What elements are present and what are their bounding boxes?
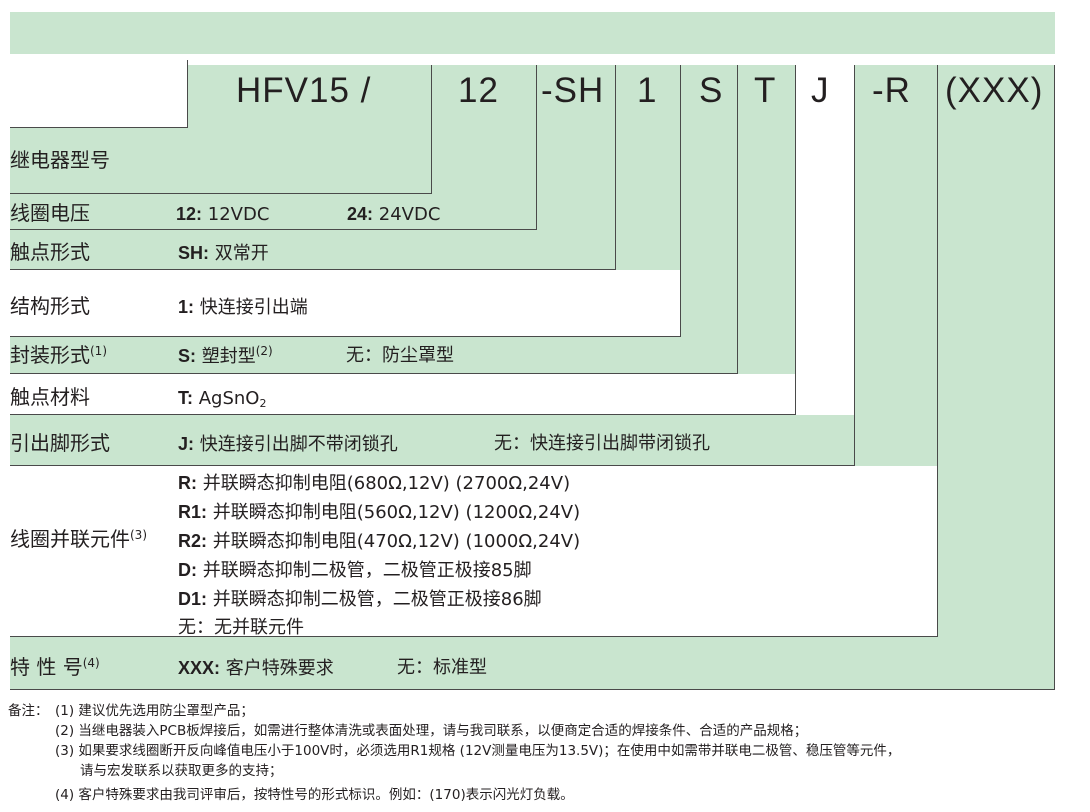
option-text: 24VDC [373, 204, 441, 225]
relay-type-label: 继电器型号 [10, 148, 110, 172]
header-banner [10, 12, 1055, 54]
option-code: XXX: [178, 658, 221, 678]
code-contact: -SH [541, 71, 605, 110]
package-option-none: 无：防尘罩型 [346, 345, 454, 366]
special-label-text: 特 性 号 [10, 655, 83, 679]
option-text: 并联瞬态抑制电阻(560Ω,12V) (1200Ω,24V) [207, 502, 581, 523]
option-code: T: [178, 388, 193, 408]
option-code: R1: [178, 502, 208, 522]
coil-voltage-option-24: 24: 24VDC [347, 203, 440, 226]
option-text: 12VDC [202, 204, 270, 225]
note-3-continued: 请与宏发联系以获取更多的支持； [80, 763, 283, 779]
option-text: 并联瞬态抑制二极管，二极管正极接86脚 [207, 589, 542, 610]
note-2: (2) 当继电器装入PCB板焊接后，如需进行整体清洗或表面处理，请与我司联系，以… [55, 723, 808, 739]
note-3: (3) 如果要求线圈断开反向峰值电压小于100V时，必须选用R1规格 (12V测… [55, 743, 901, 759]
option-code: S: [178, 346, 196, 366]
notes-prefix: 备注： [8, 703, 49, 719]
special-option-none: 无：标准型 [397, 657, 487, 678]
option-code: D1: [178, 589, 208, 609]
option-text: 并联瞬态抑制电阻(470Ω,12V) (1000Ω,24V) [207, 531, 581, 552]
option-code: 1: [178, 297, 195, 317]
terminal-top-white [796, 65, 854, 415]
option-text: 快连接引出端 [194, 297, 308, 318]
package-option-footnote-ref: (2) [255, 344, 273, 358]
parallel-white-area [0, 466, 937, 636]
structure-white-area [0, 270, 680, 336]
code-package: S [699, 71, 724, 110]
package-footnote-ref: (1) [90, 344, 107, 358]
option-code: R2: [178, 531, 208, 551]
special-footnote-ref: (4) [82, 656, 100, 670]
code-terminal: J [811, 71, 830, 110]
contact-form-label: 触点形式 [10, 240, 90, 264]
parallel-option: D: 并联瞬态抑制二极管，二极管正极接85脚 [178, 559, 532, 582]
series-top-left-white [0, 60, 188, 128]
note-1: (1) 建议优先选用防尘罩型产品； [55, 703, 254, 719]
special-option-xxx: XXX: 客户特殊要求 [178, 657, 334, 680]
parallel-option: R2: 并联瞬态抑制电阻(470Ω,12V) (1000Ω,24V) [178, 530, 580, 553]
parallel-option: 无：无并联元件 [178, 616, 304, 639]
parallel-option: D1: 并联瞬态抑制二极管，二极管正极接86脚 [178, 588, 542, 611]
code-series: HFV15 / [236, 71, 372, 110]
package-label-text: 封装形式 [10, 343, 90, 367]
package-label: 封装形式(1) [10, 343, 107, 367]
material-label: 触点材料 [10, 385, 90, 409]
option-code: 12: [176, 204, 203, 224]
subscript: 2 [259, 397, 267, 410]
option-code: 24: [347, 204, 374, 224]
code-material: T [754, 71, 777, 110]
option-code: D: [178, 560, 197, 580]
terminal-option-none: 无：快连接引出脚带闭锁孔 [494, 433, 710, 454]
option-text: 并联瞬态抑制电阻(680Ω,12V) (2700Ω,24V) [197, 473, 571, 494]
option-text: 快连接引出脚不带闭锁孔 [194, 434, 398, 455]
code-parallel: -R [872, 71, 911, 110]
terminal-option-j: J: 快连接引出脚不带闭锁孔 [178, 433, 398, 456]
structure-label: 结构形式 [10, 294, 90, 318]
structure-option: 1: 快连接引出端 [178, 296, 308, 319]
option-code: SH: [178, 243, 209, 263]
option-text: 双常开 [209, 243, 269, 264]
option-code: R: [178, 473, 197, 493]
code-structure: 1 [637, 71, 658, 110]
code-special: (XXX) [945, 71, 1044, 110]
page-left-margin [0, 60, 10, 700]
code-coil: 12 [458, 71, 499, 110]
option-text: 塑封型 [196, 346, 256, 367]
material-option: T: AgSnO2 [178, 387, 266, 410]
coil-voltage-label: 线圈电压 [10, 201, 90, 225]
package-option-s: S: 塑封型(2) [178, 345, 273, 368]
parallel-label: 线圈并联元件(3) [10, 527, 147, 551]
option-text: 无：无并联元件 [178, 617, 304, 638]
parallel-footnote-ref: (3) [130, 528, 147, 542]
special-label: 特 性 号(4) [10, 655, 100, 679]
option-code: J: [178, 434, 195, 454]
note-4: (4) 客户特殊要求由我司评审后，按特性号的形式标识。例如：(170)表示闪光灯… [55, 787, 574, 803]
option-text: 客户特殊要求 [220, 658, 334, 679]
contact-form-option: SH: 双常开 [178, 242, 269, 265]
parallel-label-text: 线圈并联元件 [10, 527, 130, 551]
terminal-label: 引出脚形式 [10, 431, 110, 455]
parallel-option: R: 并联瞬态抑制电阻(680Ω,12V) (2700Ω,24V) [178, 472, 570, 495]
parallel-option: R1: 并联瞬态抑制电阻(560Ω,12V) (1200Ω,24V) [178, 501, 580, 524]
coil-voltage-option-12: 12: 12VDC [176, 203, 269, 226]
option-text: AgSnO [193, 388, 260, 409]
option-text: 并联瞬态抑制二极管，二极管正极接85脚 [197, 560, 532, 581]
material-white-area [0, 374, 795, 414]
